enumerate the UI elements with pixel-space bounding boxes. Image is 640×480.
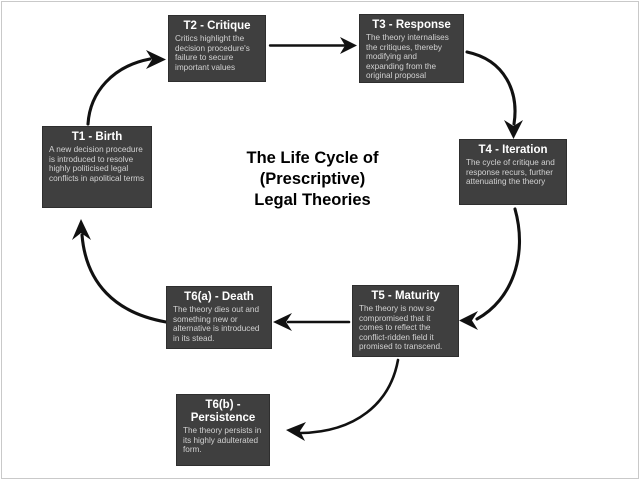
arrow-t2-to-t3 bbox=[268, 37, 357, 54]
node-t5-title: T5 - Maturity bbox=[371, 290, 440, 302]
node-t3-title: T3 - Response bbox=[372, 19, 451, 31]
node-t6a-title: T6(a) - Death bbox=[184, 291, 254, 303]
node-t3-body: The theory internalises the critiques, t… bbox=[366, 33, 449, 81]
diagram-title-line-3: Legal Theories bbox=[254, 191, 371, 209]
node-t5-maturity[interactable]: T5 - Maturity The theory is now so compr… bbox=[352, 285, 459, 357]
node-t3-response[interactable]: T3 - Response The theory internalises th… bbox=[359, 14, 464, 83]
node-t4-title: T4 - Iteration bbox=[478, 144, 548, 156]
node-t5-body: The theory is now so compromised that it… bbox=[359, 304, 443, 352]
arrow-t5-to-t6b bbox=[286, 358, 400, 441]
arrow-t4-to-t5 bbox=[459, 207, 522, 330]
node-t1-body: A new decision procedure is introduced t… bbox=[49, 145, 145, 183]
node-t2-critique[interactable]: T2 - Critique Critics highlight the deci… bbox=[168, 15, 266, 82]
node-t6b-persistence[interactable]: T6(b) - Persistence The theory persists … bbox=[176, 394, 270, 466]
node-t1-birth[interactable]: T1 - Birth A new decision procedure is i… bbox=[42, 126, 152, 208]
arrow-t1-to-t2 bbox=[86, 50, 166, 126]
node-t6b-title: T6(b) - Persistence bbox=[190, 399, 256, 424]
arrow-t5-to-t6a bbox=[273, 313, 351, 331]
node-t2-body: Critics highlight the decision procedure… bbox=[175, 34, 250, 72]
node-t1-title: T1 - Birth bbox=[71, 131, 123, 143]
node-t4-body: The cycle of critique and response recur… bbox=[466, 158, 555, 187]
node-t6a-body: The theory dies out and something new or… bbox=[173, 305, 260, 343]
arrow-t6a-to-t1 bbox=[72, 219, 168, 324]
node-t6b-body: The theory persists in its highly adulte… bbox=[183, 426, 262, 455]
node-t2-title: T2 - Critique bbox=[183, 20, 251, 32]
diagram-title-line-1: The Life Cycle of bbox=[246, 149, 379, 167]
node-t6a-death[interactable]: T6(a) - Death The theory dies out and so… bbox=[166, 286, 272, 349]
diagram-title: The Life Cycle of (Prescriptive) Legal T… bbox=[205, 148, 420, 211]
arrow-t3-to-t4 bbox=[465, 50, 523, 139]
diagram-title-line-2: (Prescriptive) bbox=[259, 170, 366, 188]
node-t4-iteration[interactable]: T4 - Iteration The cycle of critique and… bbox=[459, 139, 567, 205]
